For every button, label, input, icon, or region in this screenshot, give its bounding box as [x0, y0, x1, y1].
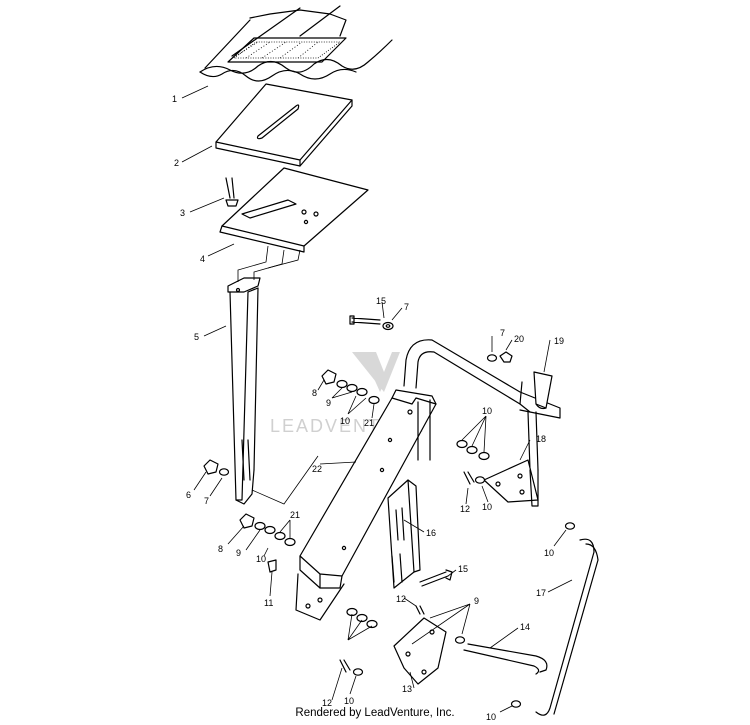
callout-15-lower: 15 — [458, 564, 468, 574]
callout-8-lower: 8 — [218, 544, 223, 554]
callout-20: 20 — [514, 334, 524, 344]
callout-14: 14 — [520, 622, 530, 632]
callout-10-bracket: 10 — [482, 502, 492, 512]
callout-16: 16 — [426, 528, 436, 538]
callout-10-rod: 10 — [544, 548, 554, 558]
part-17-long-rod — [535, 538, 599, 716]
part-16-mount-bracket — [387, 479, 421, 589]
callout-17: 17 — [536, 588, 546, 598]
part-22-steering-column-frame — [295, 389, 437, 621]
callout-10-bottom: 10 — [344, 696, 354, 706]
callout-7-top: 7 — [404, 302, 409, 312]
callout-10-upper: 10 — [340, 416, 350, 426]
callout-8-upper: 8 — [312, 388, 317, 398]
callout-10-bottom-right: 10 — [486, 712, 496, 722]
callout-13: 13 — [402, 684, 412, 694]
callout-5: 5 — [194, 332, 199, 342]
callout-1: 1 — [172, 94, 177, 104]
callout-12-center: 12 — [396, 594, 406, 604]
part-18-bracket — [483, 411, 539, 507]
callout-15-top: 15 — [376, 296, 386, 306]
callout-21-upper: 21 — [364, 418, 374, 428]
callout-21-lower: 21 — [290, 510, 300, 520]
part-1-floor-section — [199, 5, 393, 82]
footer-credit: Rendered by LeadVenture, Inc. — [295, 707, 455, 719]
part-5-vertical-post — [227, 277, 261, 505]
part-13-lower-link — [393, 617, 447, 685]
callout-19: 19 — [554, 336, 564, 346]
part-3-pin — [225, 177, 239, 207]
callout-4: 4 — [200, 254, 205, 264]
callout-labels: 1 2 3 4 5 6 7 15 7 7 20 19 8 9 10 21 10 … — [172, 94, 564, 722]
callout-22: 22 — [312, 464, 322, 474]
part-15-bolts — [349, 315, 453, 587]
hardware-fasteners — [203, 321, 576, 708]
callout-11: 11 — [264, 598, 273, 608]
callout-2: 2 — [174, 158, 179, 168]
callout-9-lower: 9 — [236, 548, 241, 558]
callout-7-left: 7 — [204, 496, 209, 506]
plate-to-post-leads — [237, 245, 301, 282]
callout-6: 6 — [186, 490, 191, 500]
part-19-handle-tube — [403, 339, 561, 461]
callout-12-bottom: 12 — [322, 698, 332, 708]
leader-lines — [181, 85, 573, 713]
callout-12-right: 12 — [460, 504, 470, 514]
callout-7-right: 7 — [500, 328, 505, 338]
part-14-arm — [463, 643, 548, 675]
callout-10-lower: 10 — [256, 554, 266, 564]
callout-9-right: 9 — [474, 596, 479, 606]
callout-18: 18 — [536, 434, 546, 444]
callout-9-upper: 9 — [326, 398, 331, 408]
callout-10-right: 10 — [482, 406, 492, 416]
callout-3: 3 — [180, 208, 185, 218]
part-4-slotted-plate — [219, 167, 369, 253]
part-2-top-plate — [215, 83, 353, 167]
